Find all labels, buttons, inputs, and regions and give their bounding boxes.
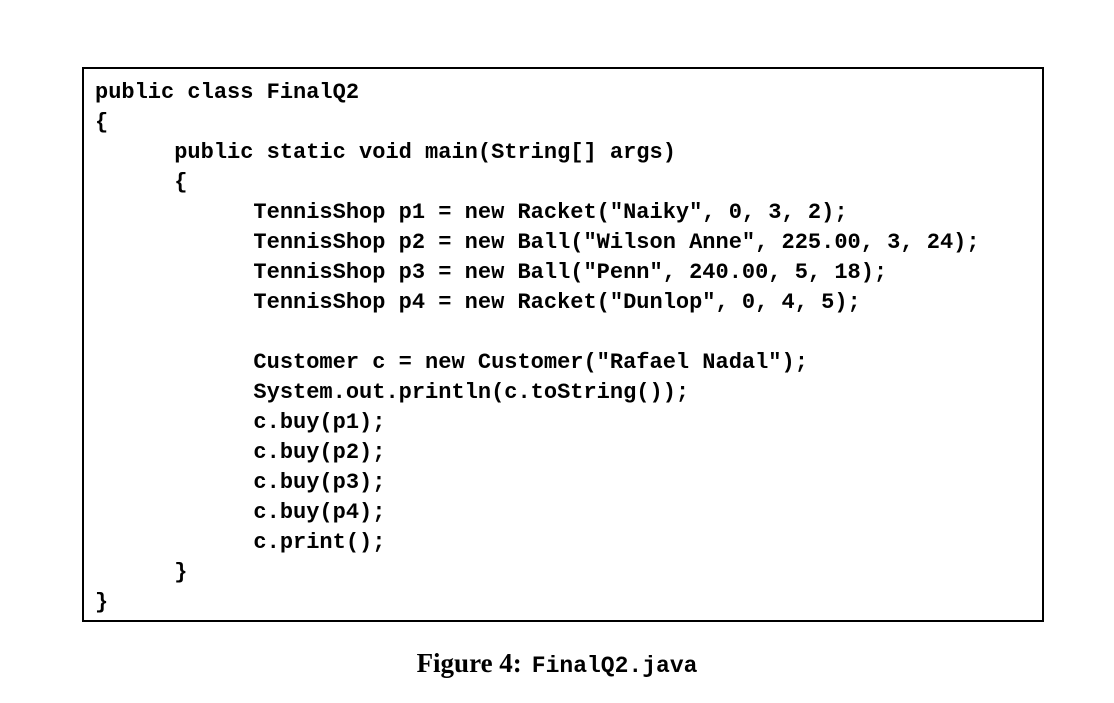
- code-line: public static void main(String[] args): [95, 140, 676, 165]
- figure-caption-label: Figure 4:: [416, 648, 522, 678]
- code-line: c.buy(p2);: [95, 440, 386, 465]
- code-line: TennisShop p4 = new Racket("Dunlop", 0, …: [95, 290, 861, 315]
- figure-caption: Figure 4: FinalQ2.java: [0, 648, 1114, 679]
- code-line: {: [95, 110, 109, 135]
- code-line: public class FinalQ2: [95, 80, 360, 105]
- code-line: Customer c = new Customer("Rafael Nadal"…: [95, 350, 808, 375]
- code-line: c.buy(p3);: [95, 470, 386, 495]
- code-line: c.print();: [95, 530, 386, 555]
- code-line: c.buy(p4);: [95, 500, 386, 525]
- code-line: }: [95, 560, 188, 585]
- code-line: {: [95, 170, 188, 195]
- code-line: TennisShop p2 = new Ball("Wilson Anne", …: [95, 230, 980, 255]
- code-line: }: [95, 590, 109, 615]
- code-listing: public class FinalQ2 { public static void…: [84, 69, 1042, 618]
- code-line: TennisShop p3 = new Ball("Penn", 240.00,…: [95, 260, 888, 285]
- code-line: TennisShop p1 = new Racket("Naiky", 0, 3…: [95, 200, 848, 225]
- figure-caption-filename: FinalQ2.java: [531, 653, 698, 679]
- code-line: c.buy(p1);: [95, 410, 386, 435]
- code-line: [95, 318, 1036, 348]
- code-line: System.out.println(c.toString());: [95, 380, 690, 405]
- code-figure-box: public class FinalQ2 { public static void…: [82, 67, 1044, 622]
